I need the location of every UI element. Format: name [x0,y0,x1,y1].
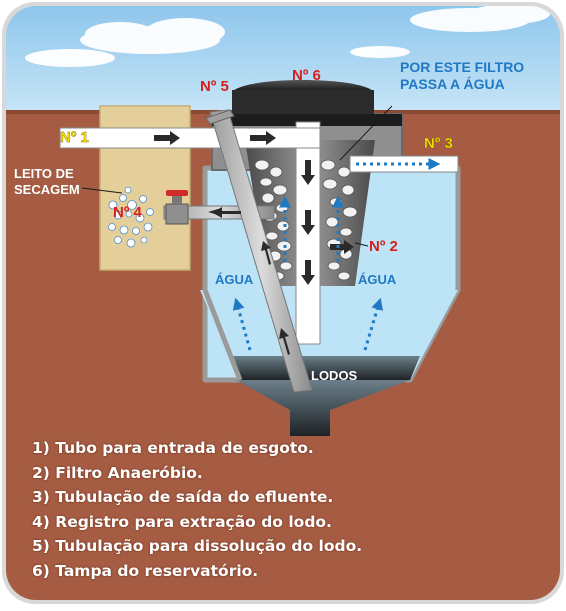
bed-label-line1: LEITO DE [14,166,74,181]
water-label-left: ÁGUA [215,272,254,287]
filter-note-leader [339,105,393,161]
tank-lid [232,80,374,92]
inlet-pipe [59,127,321,149]
legend-list: 1) Tubo para entrada de esgoto. 2) Filtr… [32,436,552,584]
central-tube [295,121,321,345]
water-label-right: ÁGUA [358,272,397,287]
filter-note-line2: PASSA A ÁGUA [400,76,505,92]
label-n1: Nº 1 [60,129,89,146]
flow-arrows-dark [154,131,354,355]
sludge-outlet [236,380,410,436]
legend-item-3: 3) Tubulação de saída do efluente. [32,488,334,507]
label-n5: Nº 5 [200,78,229,95]
outlet-pipe [349,155,459,173]
clouds [25,6,550,67]
legend-item-4: 4) Registro para extração do lodo. [32,512,332,531]
valve-body [165,203,189,225]
label-n3: Nº 3 [424,135,453,152]
legend-item-1: 1) Tubo para entrada de esgoto. [32,439,314,457]
legend-item-2: 2) Filtro Anaeróbio. [32,463,203,482]
legend-item-6: 6) Tampa do reservatório. [32,561,259,580]
legend-item-5: 5) Tubulação para dissolução do lodo. [32,537,363,556]
label-n4: Nº 4 [113,204,142,221]
bed-label-line2: SECAGEM [14,182,80,197]
flow-arrows-blue [232,158,441,351]
bed-bubbles [108,186,154,248]
sludge-layer [232,356,420,380]
filter-note-line1: POR ESTE FILTRO [400,59,524,75]
bed-leader [81,187,123,194]
label-n2: Nº 2 [369,238,398,255]
sludge-label: LODOS [311,368,358,383]
valve-handle [166,190,188,196]
label-n6: Nº 6 [292,67,321,84]
n2-leader [354,242,369,247]
